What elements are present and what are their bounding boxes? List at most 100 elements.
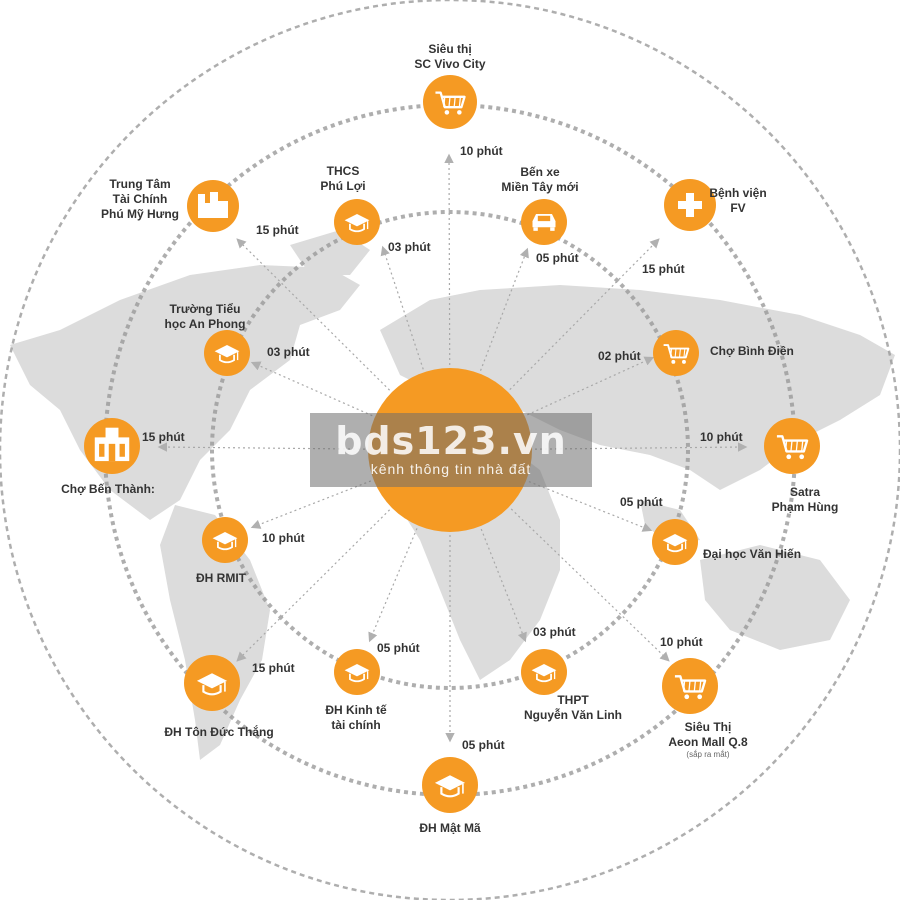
- place-label-line: ĐH RMIT: [196, 571, 246, 585]
- place-marker-truong-tieu-hoc-an-phong: [204, 330, 250, 376]
- place-label-cho-ben-thanh: Chợ Bến Thành:: [61, 482, 155, 497]
- place-marker-sc-vivo-city: [423, 75, 477, 129]
- travel-time-satra-pham-hung: 10 phút: [700, 430, 743, 444]
- place-marker-trung-tam-tai-chinh: [187, 180, 239, 232]
- shopping-cart-icon: [674, 675, 707, 700]
- place-label-line: Trường Tiểu: [169, 302, 241, 316]
- place-marker-ben-xe-mien-tay: [521, 199, 567, 245]
- place-label-dh-rmit: ĐH RMIT: [196, 571, 246, 586]
- graduation-cap-icon: [212, 532, 238, 551]
- travel-time-trung-tam-tai-chinh: 15 phút: [256, 223, 299, 237]
- place-label-dh-ton-duc-thang: ĐH Tôn Đức Thắng: [164, 725, 273, 740]
- place-label-cho-binh-dien: Chợ Bình Điền: [710, 344, 794, 359]
- arrow-aeon-mall: [510, 508, 670, 662]
- market-building-icon: [94, 427, 130, 462]
- place-label-line: ĐH Tôn Đức Thắng: [164, 725, 274, 739]
- graduation-cap-icon: [434, 775, 466, 798]
- watermark: bds123.vn kênh thông tin nhà đất: [310, 413, 592, 487]
- distance-ring: [210, 210, 690, 690]
- place-label-line: Siêu Thị: [684, 720, 732, 734]
- place-marker-satra-pham-hung: [764, 418, 820, 474]
- travel-time-benh-vien-fv: 15 phút: [642, 262, 685, 276]
- place-marker-dh-van-hien: [652, 519, 698, 565]
- travel-time-dh-kinh-te-tai-chinh: 05 phút: [377, 641, 420, 655]
- place-label-line: SC Vivo City: [414, 57, 486, 71]
- place-marker-benh-vien-fv: [664, 179, 716, 231]
- continent-shape: [620, 395, 670, 440]
- continent-shape: [160, 505, 270, 760]
- arrow-sc-vivo-city: [444, 153, 454, 366]
- place-label-line: Trung Tâm: [109, 177, 171, 191]
- place-label-line: THCS: [326, 164, 360, 178]
- arrow-trung-tam-tai-chinh: [236, 238, 391, 391]
- travel-time-sc-vivo-city: 10 phút: [460, 144, 503, 158]
- place-marker-dh-ton-duc-thang: [184, 655, 240, 711]
- place-marker-cho-binh-dien: [653, 330, 699, 376]
- graduation-cap-icon: [344, 214, 370, 233]
- arrow-cho-ben-thanh: [157, 442, 366, 452]
- place-label-line: học An Phong: [164, 317, 246, 331]
- place-label-line: Miền Tây mới: [501, 180, 579, 194]
- place-marker-dh-kinh-te-tai-chinh: [334, 649, 380, 695]
- place-label-dh-mat-ma: ĐH Mật Mã: [419, 821, 480, 836]
- place-label-dh-van-hien: Đại học Văn Hiến: [703, 547, 801, 562]
- car-icon: [532, 214, 556, 231]
- arrow-benh-vien-fv: [509, 238, 660, 391]
- place-label-line: ĐH Mật Mã: [419, 821, 481, 835]
- place-label-line: Tài Chính: [112, 192, 168, 206]
- shopping-cart-icon: [663, 344, 690, 364]
- continent-shape: [700, 545, 850, 650]
- place-label-line: ĐH Kinh tế: [325, 703, 387, 717]
- place-label-line: Aeon Mall Q.8: [668, 735, 748, 749]
- arrow-truong-tieu-hoc-an-phong: [250, 361, 373, 417]
- place-label-line: Nguyễn Văn Linh: [523, 708, 623, 722]
- shopping-cart-icon: [776, 435, 809, 460]
- place-label-line: Đại học Văn Hiến: [703, 547, 802, 561]
- buildings-icon: [198, 192, 228, 218]
- travel-time-ben-xe-mien-tay: 05 phút: [536, 251, 579, 265]
- graduation-cap-icon: [531, 664, 557, 683]
- place-marker-dh-mat-ma: [422, 757, 478, 813]
- place-note: (sắp ra mắt): [686, 750, 730, 759]
- travel-time-dh-mat-ma: 05 phút: [462, 738, 505, 752]
- travel-time-cho-binh-dien: 02 phút: [598, 349, 641, 363]
- graduation-cap-icon: [344, 664, 370, 683]
- place-marker-thpt-nguyen-van-linh: [521, 649, 567, 695]
- arrow-dh-rmit: [250, 480, 372, 529]
- graduation-cap-icon: [196, 673, 228, 696]
- arrow-dh-ton-duc-thang: [236, 509, 391, 662]
- place-label-line: Bệnh viện: [709, 186, 767, 200]
- place-label-line: Phú Lợi: [320, 179, 366, 193]
- place-label-line: tài chính: [331, 718, 381, 732]
- place-label-line: Satra: [789, 485, 821, 499]
- place-label-line: Chợ Bến Thành:: [61, 482, 155, 496]
- arrow-dh-van-hien: [528, 481, 653, 532]
- watermark-title: bds123.vn: [335, 419, 567, 463]
- place-label-line: Siêu thị: [428, 42, 472, 56]
- travel-time-cho-ben-thanh: 15 phút: [142, 430, 185, 444]
- place-label-line: THPT: [557, 693, 589, 707]
- arrow-thcs-phu-loi: [380, 245, 424, 370]
- arrow-dh-kinh-te-tai-chinh: [368, 528, 418, 643]
- place-marker-cho-ben-thanh: [84, 418, 140, 474]
- travel-time-thpt-nguyen-van-linh: 03 phút: [533, 625, 576, 639]
- graduation-cap-icon: [662, 534, 688, 553]
- place-label-line: Phạm Hùng: [771, 500, 839, 514]
- watermark-subtitle: kênh thông tin nhà đất: [370, 461, 532, 477]
- place-marker-thcs-phu-loi: [334, 199, 380, 245]
- travel-time-dh-ton-duc-thang: 15 phút: [252, 661, 295, 675]
- place-label-line: Bến xe: [520, 165, 560, 179]
- arrow-ben-xe-mien-tay: [479, 247, 529, 371]
- travel-time-aeon-mall: 10 phút: [660, 635, 703, 649]
